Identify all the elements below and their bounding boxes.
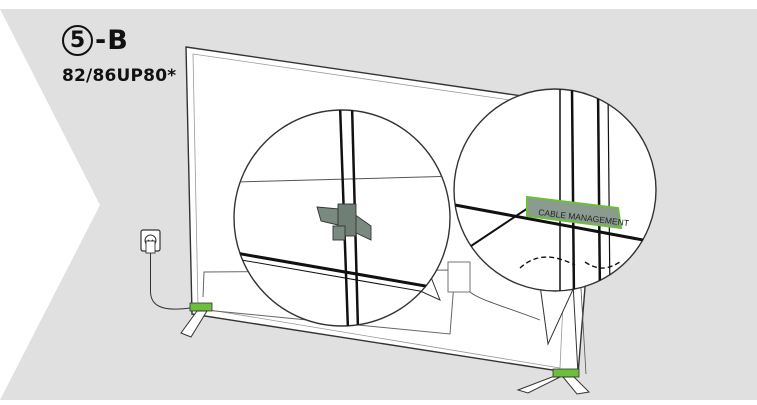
cable-clip-icon (316, 203, 372, 241)
step-badge: 5 -B (62, 25, 129, 56)
tv-stand-left (180, 302, 213, 338)
cable-clip-callout (233, 109, 451, 327)
power-outlet-icon (140, 229, 161, 254)
power-cable (149, 253, 191, 310)
model-number: 82/86UP80* (62, 66, 177, 86)
cable-management-cover-icon: CABLE MANAGEMENT (526, 195, 629, 230)
tv-stand-right (516, 368, 591, 395)
cable-management-callout: CABLE MANAGEMENT (453, 88, 657, 346)
step-number: 5 (62, 25, 93, 56)
step-suffix: -B (95, 25, 129, 56)
